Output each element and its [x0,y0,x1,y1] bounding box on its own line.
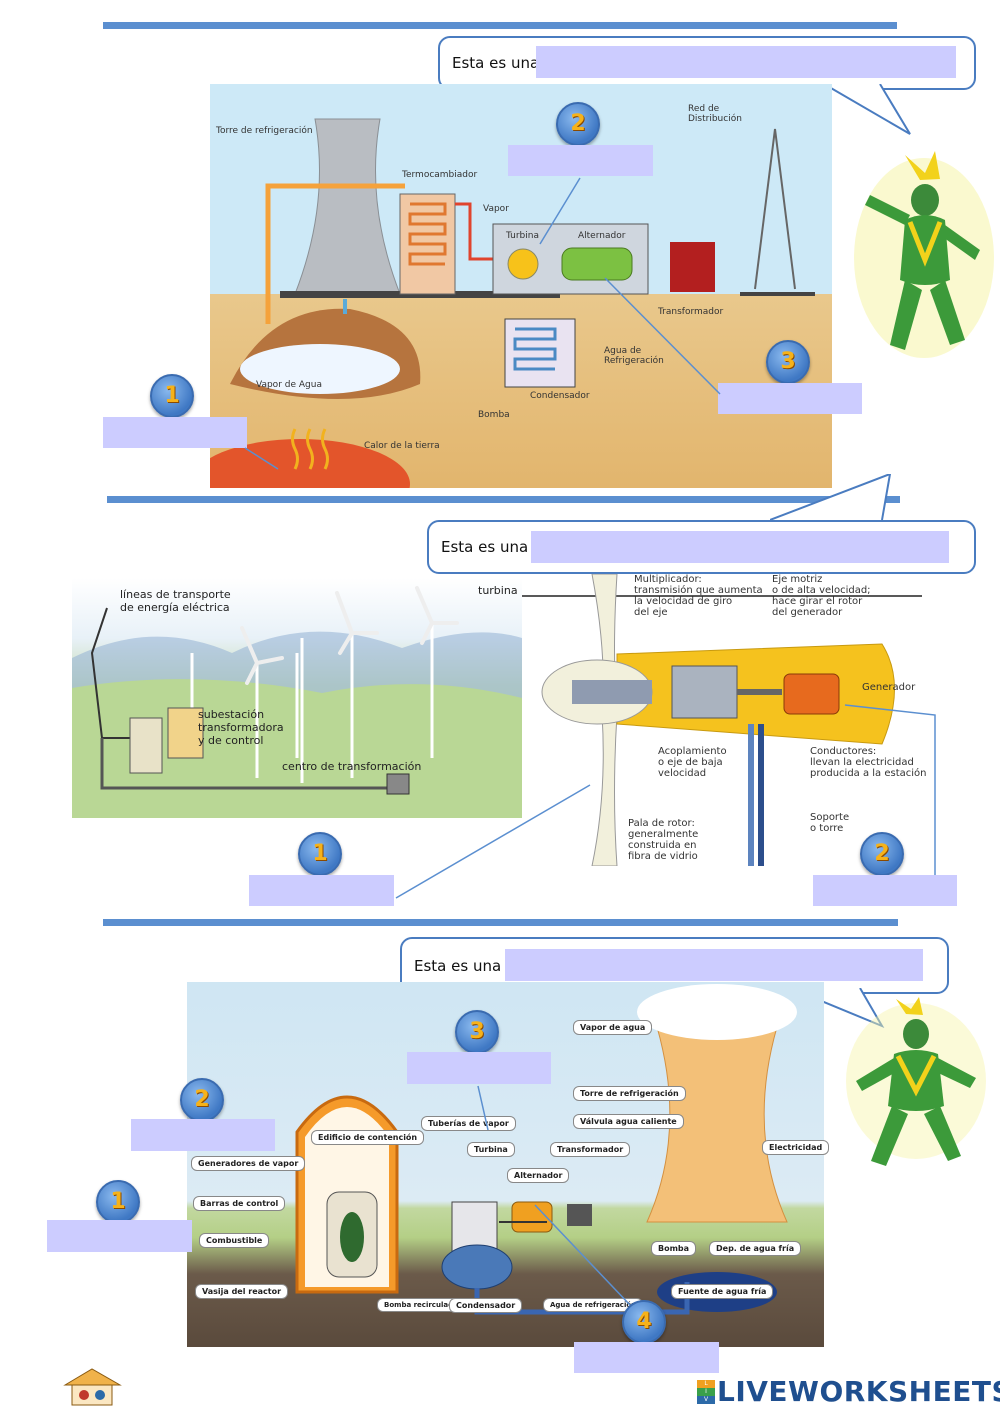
geothermal-illustration [190,118,815,529]
bubble-lead-text: Esta es una [414,956,502,975]
label-alternador: Alternador [578,231,626,241]
nacelle-illustration [522,573,922,867]
tag-tuberias: Tuberías de vapor [421,1116,516,1131]
superhero-illustration-1 [854,151,994,358]
answer-field-plant-type-1[interactable] [536,46,956,78]
tag-condensador: Condensador [449,1298,523,1313]
tag-torre: Torre de refrigeración [573,1086,686,1101]
answer-field-w1[interactable] [249,875,394,906]
label-agua-refrig: Agua de Refrigeración [604,346,664,366]
pointer-lines-wind [395,704,936,899]
answer-field-w2[interactable] [813,875,957,906]
liveworksheets-badge: L I V [697,1380,715,1406]
tag-generadores: Generadores de vapor [191,1156,306,1171]
tag-bomba: Bomba [651,1241,697,1256]
label-termocambiador: Termocambiador [402,170,478,180]
bubble-tail-2 [770,474,892,521]
label-eje-motriz: Eje motriz o de alta velocidad; hace gir… [772,574,871,618]
liveworksheets-logo: LIVEWORKSHEETS [717,1375,1000,1408]
answer-field-plant-type-3[interactable] [505,949,923,981]
bubble-lead-text: Esta es una [452,54,540,72]
label-vapor-agua: Vapor de Agua [256,380,322,390]
label-centro: centro de transformación [282,760,422,773]
label-turbina-wind: turbina [478,584,518,597]
label-generador: Generador [862,682,916,693]
wind-farm-diagram: líneas de transporte de energía eléctric… [72,578,522,818]
speech-bubble-1: Esta es una [438,36,976,90]
label-calor: Calor de la tierra [364,441,440,451]
label-conductores: Conductores: llevan la electricidad prod… [810,746,927,779]
number-badge-n4: 4 [622,1300,666,1344]
answer-field-g1[interactable] [103,417,247,448]
label-subestacion: subestación transformadora y de control [198,708,284,747]
pointer-lines-nuclear [477,1085,631,1306]
bubble-tail-1 [823,84,911,135]
number-badge-n2: 2 [180,1078,224,1122]
tag-transformador: Transformador [550,1142,631,1157]
tag-fuente: Fuente de agua fría [671,1284,774,1299]
answer-field-n3[interactable] [407,1052,551,1084]
label-pala: Pala de rotor: generalmente construida e… [628,818,699,862]
tag-edificio: Edificio de contención [311,1130,425,1145]
speech-bubble-2: Esta es una [427,520,976,574]
label-soporte: Soporte o torre [810,812,850,834]
section-rule-middle [107,496,900,503]
label-vapor: Vapor [483,204,509,214]
superhero-illustration-2 [846,997,986,1166]
tag-dep-fria: Dep. de agua fría [709,1241,802,1256]
number-badge-g3: 3 [766,340,810,384]
nacelle-diagram: Multiplicador: transmisión que aumenta l… [522,573,927,867]
tag-combustible: Combustible [199,1233,270,1248]
section-rule-top [103,22,897,29]
school-logo [63,1368,122,1406]
label-bomba: Bomba [478,410,510,420]
nuclear-illustration [295,984,797,1315]
tag-alternador: Alternador [507,1168,570,1183]
wind-farm-illustration [72,586,522,818]
tag-electricidad: Electricidad [762,1140,830,1155]
tag-vasija: Vasija del reactor [195,1284,289,1299]
tag-valvula: Válvula agua caliente [573,1114,684,1129]
label-turbina: Turbina [506,231,539,241]
answer-field-g3[interactable] [718,383,862,414]
label-transformador: Transformador [658,307,724,317]
number-badge-n3: 3 [455,1010,499,1054]
answer-field-plant-type-2[interactable] [531,531,949,563]
section-rule-bottom [103,919,898,926]
tag-barras: Barras de control [193,1196,286,1211]
label-lineas: líneas de transporte de energía eléctric… [120,588,231,614]
pointer-lines-geo [244,177,721,470]
nuclear-plant-diagram: Vapor de agua Torre de refrigeración Vál… [187,982,830,1347]
label-torre: Torre de refrigeración [216,126,313,136]
label-multiplicador: Multiplicador: transmisión que aumenta l… [634,574,763,618]
bubble-lead-text: Esta es una [441,538,529,556]
label-acoplamiento: Acoplamiento o eje de baja velocidad [658,746,727,779]
tag-vapor-agua: Vapor de agua [573,1020,653,1035]
label-red: Red de Distribución [688,104,742,124]
answer-field-n2[interactable] [131,1119,275,1151]
answer-field-n4[interactable] [574,1342,719,1373]
label-condensador: Condensador [530,391,590,401]
number-badge-g1: 1 [150,374,194,418]
answer-field-n1[interactable] [47,1220,192,1252]
answer-field-g2[interactable] [508,145,653,176]
number-badge-n1: 1 [96,1180,140,1224]
tag-turbina: Turbina [467,1142,515,1157]
